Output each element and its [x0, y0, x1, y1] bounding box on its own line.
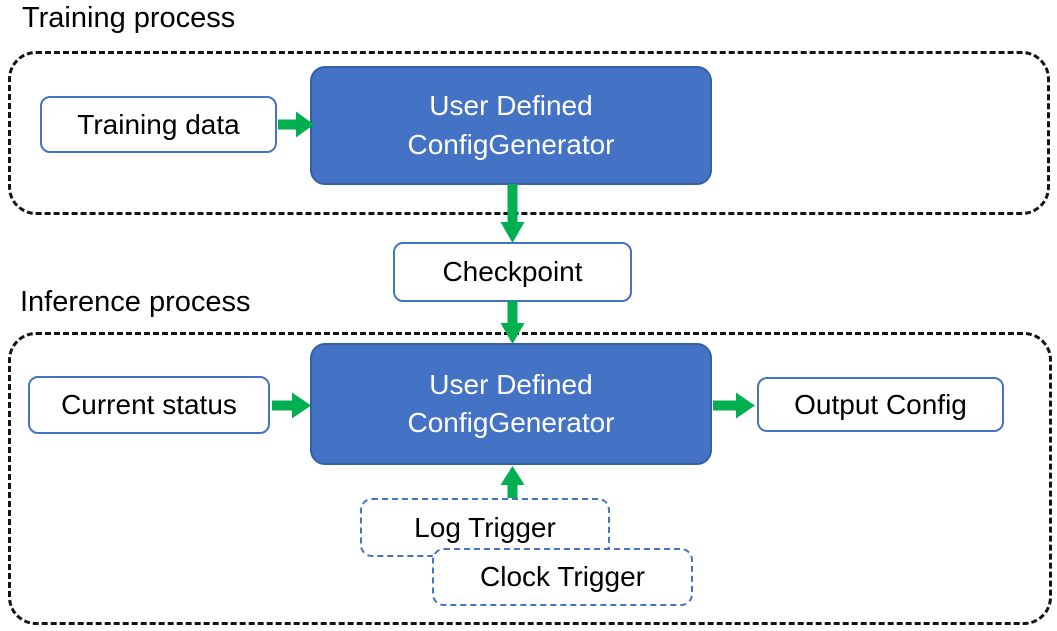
inference-process-title: Inference process	[20, 286, 251, 318]
current-status-box: Current status	[28, 376, 270, 434]
config-generator-box-training: User Defined ConfigGenerator	[310, 66, 712, 185]
config-generator-training-line1: User Defined	[429, 90, 593, 122]
log-trigger-label: Log Trigger	[414, 511, 556, 543]
clock-trigger-box: Clock Trigger	[432, 548, 693, 606]
training-data-label: Training data	[77, 108, 240, 140]
config-generator-inference-line2: ConfigGenerator	[407, 407, 615, 438]
inference-process-container	[8, 332, 1052, 625]
training-process-container	[8, 51, 1050, 215]
config-generator-inference-line1: User Defined	[429, 368, 593, 400]
current-status-label: Current status	[61, 389, 237, 420]
output-config-label: Output Config	[794, 388, 967, 420]
log-trigger-box: Log Trigger	[360, 498, 610, 557]
config-generator-box-inference: User Defined ConfigGenerator	[310, 343, 712, 465]
clock-trigger-label: Clock Trigger	[480, 561, 645, 592]
training-process-title: Training process	[22, 2, 236, 34]
checkpoint-box: Checkpoint	[393, 242, 632, 302]
checkpoint-label: Checkpoint	[442, 256, 583, 287]
output-config-box: Output Config	[757, 377, 1004, 432]
config-generator-training-line2: ConfigGenerator	[407, 128, 615, 160]
training-data-box: Training data	[40, 96, 277, 153]
